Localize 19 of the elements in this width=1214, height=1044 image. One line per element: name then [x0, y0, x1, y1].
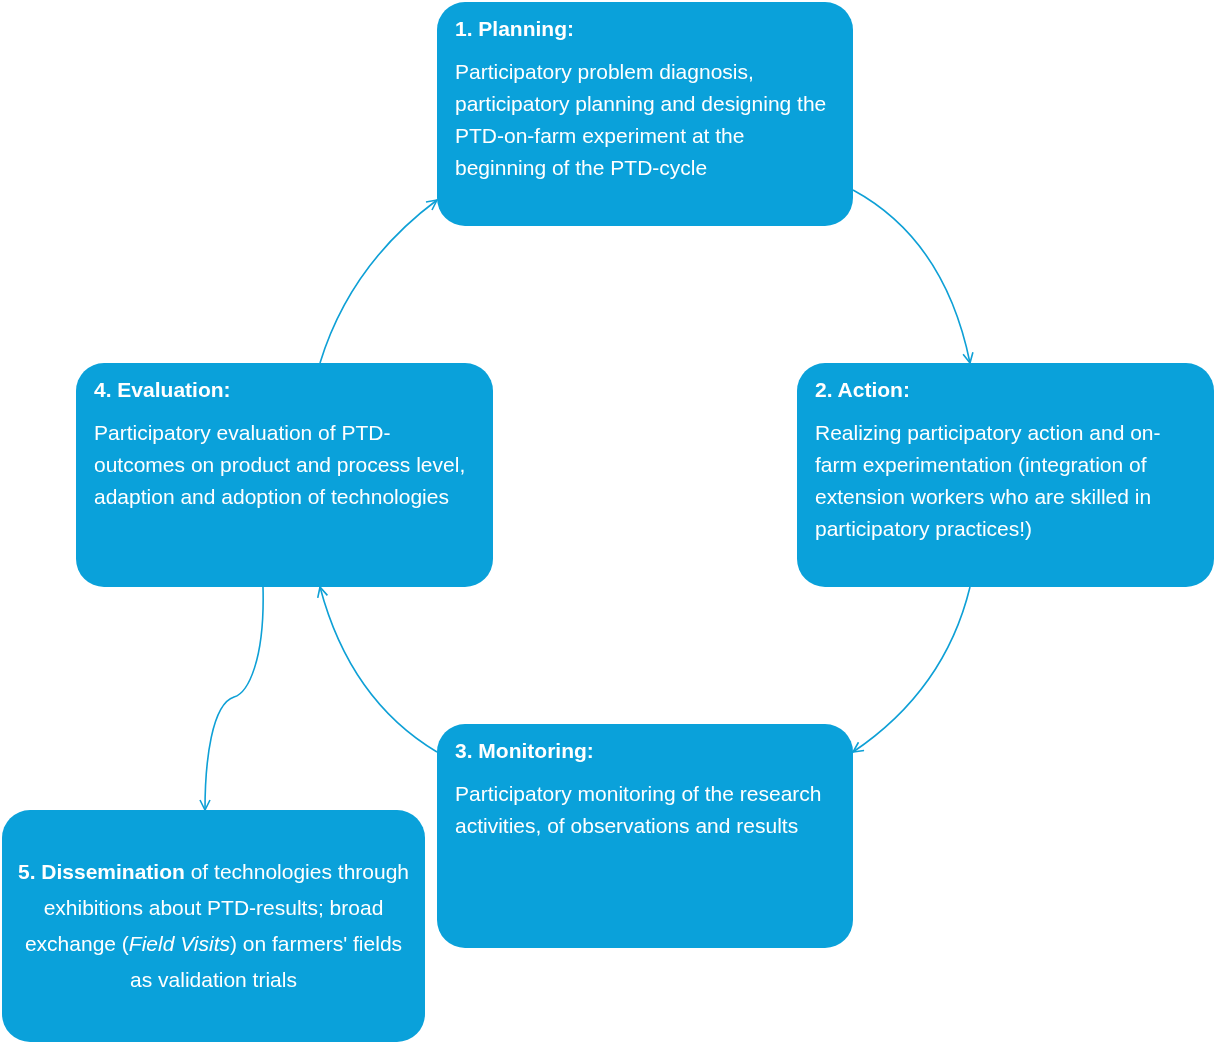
- curved-arrow: [319, 199, 438, 364]
- process-box: [437, 724, 853, 948]
- process-box: [797, 363, 1214, 587]
- step-heading: 3. Monitoring:: [455, 738, 595, 764]
- step-heading: 1. Planning:: [455, 16, 575, 42]
- curved-arrow: [852, 189, 974, 364]
- box-text: 5. Dissemination of technologies through exhibitions about PTD-results; broad exchange (Field Visits) on farmers' fields as validation trials: [16, 859, 411, 993]
- curved-arrow: [317, 586, 438, 753]
- process-box: [2, 810, 425, 1042]
- step-description: Participatory problem diagnosis, participatory planning and designing the PTD-on-farm experiment at the beginning of the PTD-cycle: [455, 59, 828, 181]
- step-description: Realizing participatory action and on-farm experimentation (integration of extension workers who are skilled in participatory practices!): [815, 420, 1162, 542]
- curved-arrow: [852, 586, 971, 753]
- process-box: [76, 363, 493, 587]
- step-description: Participatory monitoring of the research activities, of observations and results: [455, 781, 823, 839]
- step-heading: 2. Action:: [815, 377, 911, 403]
- step-description: Participatory evaluation of PTD-outcomes on product and process level, adaption and adoption of technologies: [94, 420, 467, 510]
- step-heading: 4. Evaluation:: [94, 377, 232, 403]
- curved-arrow: [199, 586, 264, 811]
- process-box: [437, 2, 853, 226]
